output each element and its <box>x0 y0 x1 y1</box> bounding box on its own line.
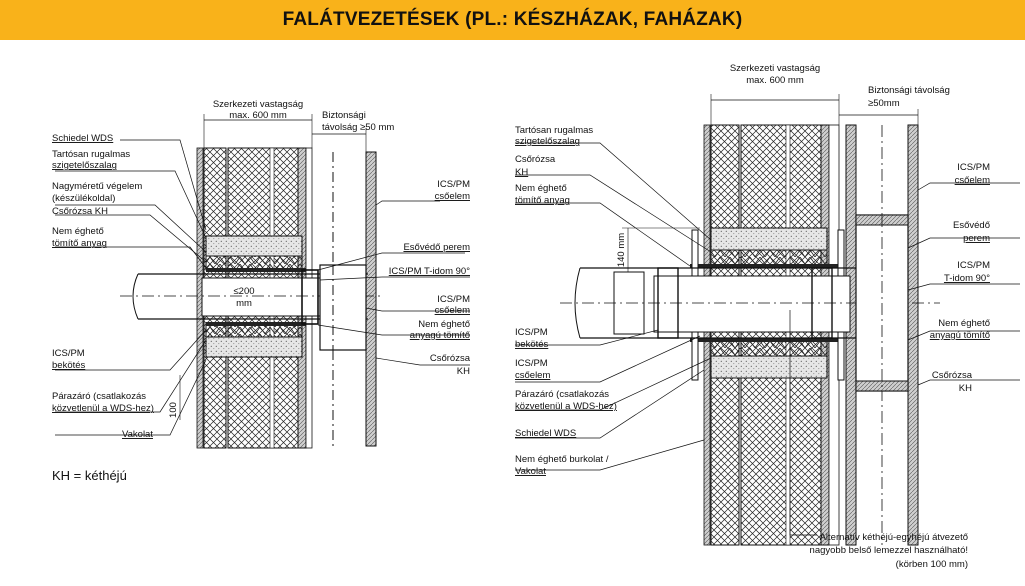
right-label-nemeg-2: tömítő anyag <box>515 195 570 206</box>
right-note-3: (körben 100 mm) <box>896 559 968 570</box>
page-title: FALÁTVEZETÉSEK (PL.: KÉSZHÁZAK, FAHÁZAK) <box>282 9 743 30</box>
right-dim-140: 140 mm <box>616 233 627 267</box>
legend-kh: KH = kéthéjú <box>52 468 127 483</box>
right-label-csorozsa-b-1: Csőrózsa <box>932 370 973 381</box>
left-detail: Szerkezeti vastagság max. 600 mm Biztons… <box>52 99 471 483</box>
left-label-schiedel: Schiedel WDS <box>52 133 113 144</box>
right-label-esovedo-2: perem <box>963 233 990 244</box>
right-label-nemeg-1: Nem éghető <box>515 183 567 194</box>
technical-drawing: Szerkezeti vastagság max. 600 mm Biztons… <box>52 63 1020 570</box>
right-label-tidom-2: T-idom 90° <box>944 273 990 284</box>
left-label-csorozsa-b-1: Csőrózsa <box>430 353 471 364</box>
right-label-tape-1: Tartósan rugalmas <box>515 125 593 136</box>
right-label-csorozsa-b-2: KH <box>959 383 972 394</box>
left-dim-100: 100 <box>168 402 179 418</box>
right-note-1: Alternatív kéthéjú-egyhéjú átvezető <box>820 532 968 543</box>
left-label-esovedo: Esővédő perem <box>403 242 470 253</box>
left-label-csorozsa-b-2: KH <box>457 366 470 377</box>
right-dim-top-2: max. 600 mm <box>746 75 804 86</box>
right-label-burkolat-2: Vakolat <box>515 466 546 477</box>
right-label-tidom-1: ICS/PM <box>957 260 990 271</box>
left-label-bekotes-2: bekötés <box>52 360 86 371</box>
left-label-endel-2: (készülékoldal) <box>52 193 115 204</box>
left-label-le200-2: mm <box>236 298 252 309</box>
left-label-tape-2: szigetelőszalag <box>52 160 117 171</box>
left-label-vakolat: Vakolat <box>122 429 153 440</box>
right-label-icspm-1: ICS/PM <box>957 162 990 173</box>
left-label-tidom: ICS/PM T-idom 90° <box>389 266 470 277</box>
right-detail: Szerkezeti vastagság max. 600 mm Biztons… <box>515 63 1020 570</box>
left-label-tape-1: Tartósan rugalmas <box>52 149 130 160</box>
left-label-nemeg-2: tömítő anyag <box>52 238 107 249</box>
left-label-parazaro-2: közvetlenül a WDS-hez) <box>52 403 154 414</box>
right-label-schiedel: Schiedel WDS <box>515 428 576 439</box>
right-label-nemeg-b-2: anyagú tömítő <box>930 330 990 341</box>
right-label-csorozsa-1: Csőrózsa <box>515 154 556 165</box>
right-label-bekotes-2: bekötés <box>515 339 549 350</box>
right-label-nemeg-b-1: Nem éghető <box>938 318 990 329</box>
left-safety-1: Biztonsági <box>322 110 366 121</box>
right-label-csorozsa-2: KH <box>515 167 528 178</box>
right-label-tape-2: szigetelőszalag <box>515 136 580 147</box>
left-label-icspm-b-2: csőelem <box>435 305 470 316</box>
right-safety-1: Biztonsági távolság <box>868 85 950 96</box>
left-safety-2: távolság ≥50 mm <box>322 122 394 133</box>
left-label-icspm-2: csőelem <box>435 191 470 202</box>
left-dim-top-2: max. 600 mm <box>229 110 287 121</box>
left-dim-top-1: Szerkezeti vastagság <box>213 99 303 110</box>
right-dim-top-1: Szerkezeti vastagság <box>730 63 820 74</box>
right-safety-2: ≥50mm <box>868 98 900 109</box>
left-label-parazaro-1: Párazáró (csatlakozás <box>52 391 146 402</box>
left-label-le200-1: ≤200 <box>233 286 254 297</box>
right-label-csoelem-1: ICS/PM <box>515 358 548 369</box>
right-label-bekotes-1: ICS/PM <box>515 327 548 338</box>
right-label-parazaro-1: Párazáró (csatlakozás <box>515 389 609 400</box>
title-bar: FALÁTVEZETÉSEK (PL.: KÉSZHÁZAK, FAHÁZAK) <box>0 0 1025 40</box>
right-label-parazaro-2: közvetlenül a WDS-hez) <box>515 401 617 412</box>
left-label-icspm-1: ICS/PM <box>437 179 470 190</box>
right-label-esovedo-1: Esővédő <box>953 220 990 231</box>
right-label-burkolat-1: Nem éghető burkolat / <box>515 454 609 465</box>
left-label-nemeg-1: Nem éghető <box>52 226 104 237</box>
right-note-2: nagyobb belső lemezzel használható! <box>810 545 968 556</box>
left-label-endel-1: Nagyméretű végelem <box>52 181 142 192</box>
left-label-icspm-b-1: ICS/PM <box>437 294 470 305</box>
right-label-icspm-2: csőelem <box>955 175 990 186</box>
right-label-csoelem-2: csőelem <box>515 370 550 381</box>
left-label-nemeg-b-1: Nem éghető <box>418 319 470 330</box>
left-label-csorozsa: Csőrózsa KH <box>52 206 108 217</box>
left-label-nemeg-b-2: anyagú tömítő <box>410 330 470 341</box>
left-label-bekotes-1: ICS/PM <box>52 348 85 359</box>
